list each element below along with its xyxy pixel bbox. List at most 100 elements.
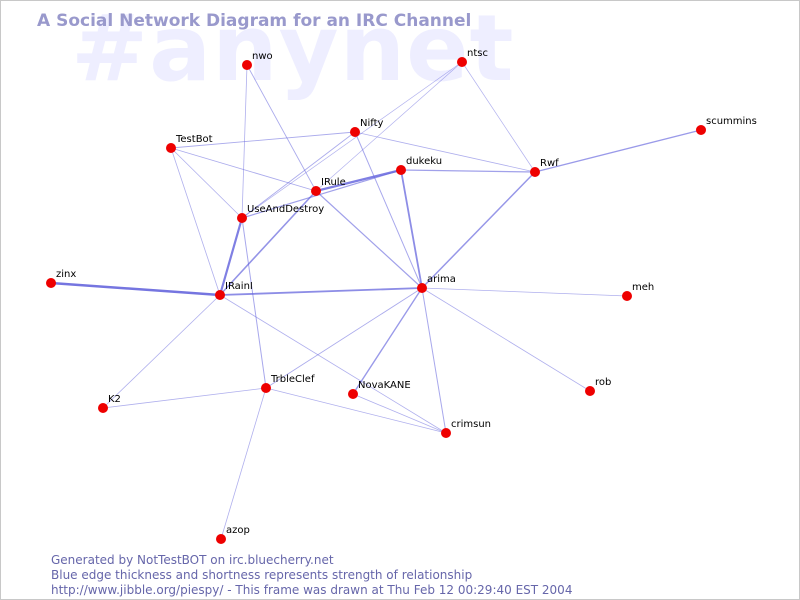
node-label: IRainI [225, 281, 253, 292]
node-label: crimsun [451, 419, 491, 430]
node-ntsc: ntsc [457, 48, 488, 67]
node-dot [46, 278, 56, 288]
edge-Nifty-arima [354, 131, 423, 289]
node-NovaKANE: NovaKANE [348, 380, 411, 399]
edge-arima-NovaKANE [352, 287, 423, 395]
edge-arima-meh [421, 287, 628, 297]
edge-IRule-dukeku [314, 168, 403, 193]
node-label: IRule [321, 177, 346, 188]
edge-IRainI-IRule [219, 190, 317, 296]
node-label: rob [595, 377, 611, 388]
edge-IRainI-K2 [102, 294, 221, 409]
edge-ntsc-Rwf [461, 61, 536, 173]
node-dot [215, 290, 225, 300]
node-IRainI: IRainI [215, 281, 253, 300]
footer-legend: Blue edge thickness and shortness repres… [51, 568, 473, 582]
edge-Nifty-Rwf [354, 131, 536, 173]
node-label: NovaKANE [358, 380, 411, 391]
channel-watermark: #anynet [71, 0, 515, 102]
node-dot [166, 143, 176, 153]
node-dot [585, 386, 595, 396]
node-label: Rwf [540, 158, 559, 169]
edge-TrbleClef-azop [220, 387, 267, 540]
edge-TrbleClef-K2 [102, 387, 267, 409]
node-dot [457, 57, 467, 67]
node-azop: azop [216, 525, 250, 544]
node-label: UseAndDestroy [247, 204, 324, 215]
node-K2: K2 [98, 394, 121, 413]
node-zinx: zinx [46, 269, 76, 288]
node-label: meh [632, 282, 654, 293]
edge-TestBot-IRainI [170, 147, 221, 296]
node-dot [98, 403, 108, 413]
edge-dukeku-arima [400, 169, 423, 289]
node-dot [261, 383, 271, 393]
node-label: nwo [252, 51, 273, 62]
node-meh: meh [622, 282, 654, 301]
node-IRule: IRule [311, 177, 346, 196]
edge-arima-TrbleClef [265, 287, 423, 389]
node-dot [417, 283, 427, 293]
edge-arima-rob [421, 287, 591, 392]
node-dot [441, 428, 451, 438]
node-label: K2 [108, 394, 121, 405]
node-dot [237, 213, 247, 223]
node-label: Nifty [360, 118, 384, 129]
node-nwo: nwo [242, 51, 273, 70]
node-dot [242, 60, 252, 70]
node-label: dukeku [406, 156, 442, 167]
footer: Generated by NotTestBOT on irc.bluecherr… [51, 553, 572, 598]
edge-TestBot-UseAndDestroy [170, 147, 243, 219]
edge-Rwf-scummins [534, 129, 702, 173]
node-Rwf: Rwf [530, 158, 559, 177]
node-label: scummins [706, 116, 757, 127]
node-rob: rob [585, 377, 611, 396]
edge-IRainI-arima [219, 287, 423, 296]
node-label: zinx [56, 269, 76, 280]
node-dot [348, 389, 358, 399]
node-dot [311, 186, 321, 196]
edge-dukeku-Rwf [400, 169, 536, 173]
node-label: azop [226, 525, 250, 536]
edges-layer [49, 61, 702, 540]
node-scummins: scummins [696, 116, 757, 135]
edge-zinx-IRainI [49, 281, 222, 297]
edge-Nifty-UseAndDestroy [241, 131, 356, 219]
edge-TrbleClef-crimsun [265, 387, 447, 434]
node-label: arima [427, 274, 456, 285]
footer-credit: http://www.jibble.org/piespy/ - This fra… [51, 583, 573, 597]
node-TrbleClef: TrbleClef [261, 374, 315, 393]
node-dot [396, 165, 406, 175]
edge-UseAndDestroy-TrbleClef [241, 217, 267, 389]
edge-ntsc-UseAndDestroy [241, 61, 463, 219]
node-arima: arima [417, 274, 456, 293]
edge-IRule-arima [315, 190, 423, 289]
edge-ntsc-IRule [315, 61, 463, 192]
node-TestBot: TestBot [166, 134, 213, 153]
edge-NovaKANE-crimsun [352, 393, 447, 434]
node-dot [530, 167, 540, 177]
node-dot [696, 125, 706, 135]
diagram-title: A Social Network Diagram for an IRC Chan… [37, 11, 472, 31]
edge-TestBot-IRule [170, 147, 317, 192]
node-label: ntsc [467, 48, 488, 59]
node-Nifty: Nifty [350, 118, 384, 137]
node-dot [350, 127, 360, 137]
edge-arima-Rwf [421, 171, 536, 289]
node-dot [622, 291, 632, 301]
edge-IRainI-UseAndDestroy [218, 216, 244, 297]
node-dukeku: dukeku [396, 156, 442, 175]
node-label: TrbleClef [270, 374, 315, 385]
node-UseAndDestroy: UseAndDestroy [237, 204, 324, 223]
footer-generated-by: Generated by NotTestBOT on irc.bluecherr… [51, 553, 334, 567]
node-label: TestBot [175, 134, 213, 145]
edge-IRainI-crimsun [219, 294, 447, 434]
edge-TestBot-Nifty [170, 131, 356, 149]
edge-nwo-IRule [246, 64, 317, 192]
node-crimsun: crimsun [441, 419, 491, 438]
edge-arima-crimsun [421, 287, 447, 434]
node-dot [216, 534, 226, 544]
